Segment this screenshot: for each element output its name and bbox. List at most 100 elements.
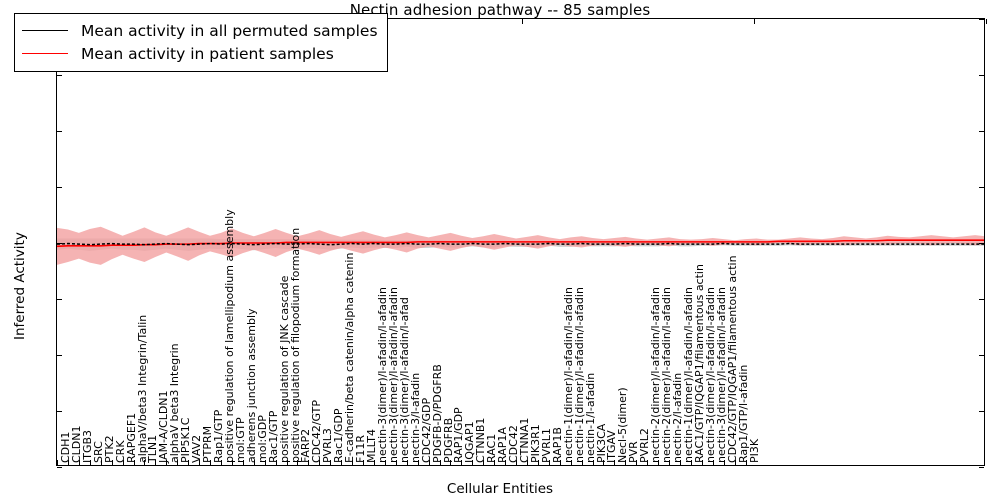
x-tick-mark (439, 460, 441, 465)
x-tick-mark (57, 460, 58, 465)
x-tick-mark (723, 460, 725, 465)
x-tick-label: RAPGEF1 (124, 412, 138, 463)
x-tick-mark (319, 460, 321, 465)
chart-title: Nectin adhesion pathway -- 85 samples (349, 1, 651, 19)
x-tick-mark-top (753, 19, 755, 24)
x-tick-mark (111, 460, 113, 465)
x-tick-mark (253, 460, 255, 465)
x-tick-mark (494, 460, 496, 465)
x-tick-mark (679, 460, 681, 465)
x-tick-mark (231, 460, 233, 465)
x-tick-mark (89, 460, 91, 465)
x-tick-mark (67, 460, 69, 465)
legend-item: Mean activity in patient samples (22, 42, 378, 65)
x-tick-mark (428, 460, 430, 465)
x-tick-label: positive regulation of JNK cascade (277, 275, 291, 463)
x-tick-mark (581, 460, 583, 465)
x-tick-mark-top (521, 19, 523, 24)
x-tick-mark (406, 460, 408, 465)
x-tick-mark (188, 460, 190, 465)
x-tick-mark (144, 460, 146, 465)
x-tick-mark (417, 460, 419, 465)
x-tick-mark (122, 460, 124, 465)
x-tick-mark (516, 460, 518, 465)
x-tick-mark (373, 460, 375, 465)
x-tick-mark (712, 460, 714, 465)
y-tick-mark (979, 19, 984, 20)
y-tick-mark (57, 355, 62, 356)
x-tick-mark (341, 460, 343, 465)
x-tick-mark (450, 460, 452, 465)
x-tick-mark (658, 460, 660, 465)
x-tick-mark (308, 460, 310, 465)
x-axis-label: Cellular Entities (446, 481, 554, 497)
x-tick-mark (734, 460, 736, 465)
x-tick-mark (210, 460, 211, 465)
x-tick-mark (461, 460, 463, 465)
x-tick-label: CDC42/GDP (419, 397, 433, 463)
y-tick-mark (57, 299, 62, 300)
x-tick-mark (155, 460, 157, 465)
legend: Mean activity in all permuted samples Me… (14, 13, 388, 72)
x-tick-mark-top (986, 19, 987, 24)
x-tick-mark (100, 460, 102, 465)
y-tick-mark (979, 187, 984, 188)
y-tick-mark (57, 131, 62, 132)
x-tick-mark (286, 460, 288, 465)
x-tick-mark (220, 460, 222, 465)
x-tick-label: PI3K (747, 438, 761, 463)
y-tick-mark (979, 467, 984, 468)
permuted-mean-line (57, 242, 984, 246)
x-tick-mark (614, 460, 616, 465)
x-tick-mark (330, 460, 332, 465)
plot-area: −4−3−2−101234 (56, 18, 987, 468)
legend-item: Mean activity in all permuted samples (22, 19, 378, 42)
x-tick-label: E-cadherin/beta catenin/alpha catenin (343, 252, 357, 463)
x-tick-mark (505, 460, 507, 465)
x-tick-label: nectin-1/l-afadin (583, 372, 597, 463)
x-tick-label: CRK (113, 440, 127, 463)
x-tick-mark (166, 460, 168, 465)
x-tick-mark (690, 460, 692, 465)
legend-swatch-permuted (22, 30, 68, 31)
y-tick-mark (57, 243, 62, 244)
y-tick-mark (979, 243, 984, 244)
y-tick-mark (979, 75, 984, 76)
y-tick-mark (979, 355, 984, 356)
x-tick-mark (625, 460, 627, 465)
y-axis-label: Inferred Activity (12, 232, 28, 340)
y-tick-mark (57, 411, 62, 412)
x-tick-mark (483, 460, 485, 465)
x-tick-mark (177, 460, 179, 465)
x-tick-mark (242, 460, 244, 465)
x-tick-mark (297, 460, 299, 465)
patient-confidence-band (57, 226, 984, 265)
legend-label-permuted: Mean activity in all permuted samples (81, 21, 378, 40)
x-tick-mark (537, 460, 539, 465)
x-tick-mark (78, 460, 80, 465)
legend-swatch-patient (22, 53, 68, 54)
x-tick-mark (199, 460, 201, 465)
x-tick-mark (472, 460, 474, 465)
plot-clip (57, 19, 984, 465)
y-tick-mark (979, 411, 984, 412)
x-tick-mark (636, 460, 638, 465)
x-tick-mark (603, 460, 605, 465)
y-tick-mark (57, 187, 62, 188)
y-tick-mark (57, 75, 62, 76)
x-tick-mark (570, 460, 572, 465)
x-tick-mark (363, 460, 365, 465)
x-tick-mark (352, 460, 354, 465)
x-tick-mark (526, 460, 528, 465)
x-tick-mark (133, 460, 135, 465)
chart-svg (57, 226, 984, 265)
x-tick-mark (559, 460, 561, 465)
y-tick-mark (979, 131, 984, 132)
x-tick-mark (395, 460, 397, 465)
x-tick-mark (592, 460, 594, 465)
x-tick-mark (701, 460, 703, 465)
x-tick-mark (669, 460, 671, 465)
x-tick-label: Rac1/GTP (266, 410, 280, 463)
x-tick-mark (647, 460, 649, 465)
